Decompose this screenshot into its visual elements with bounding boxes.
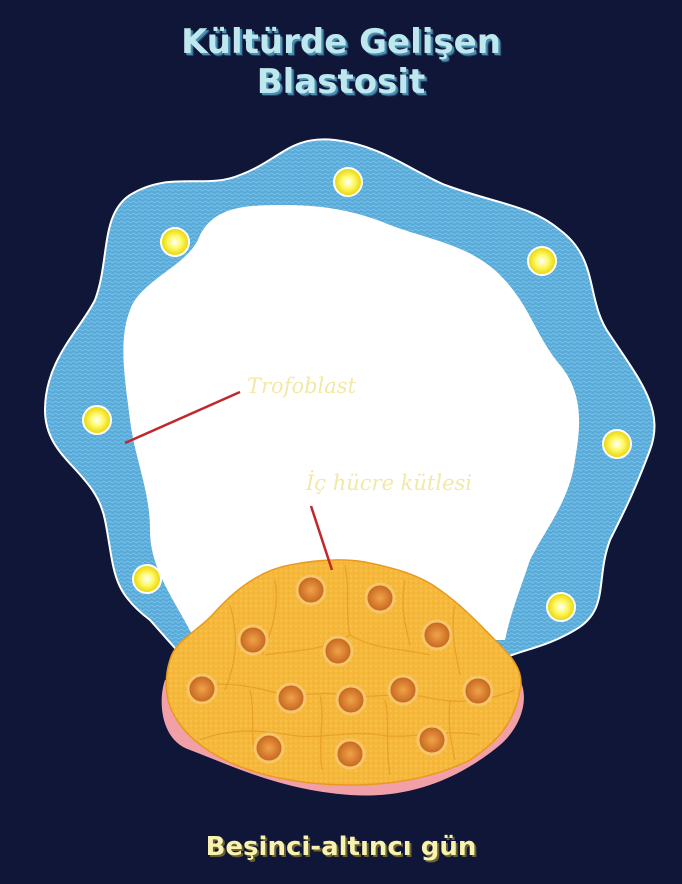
cell-nucleus — [423, 621, 451, 649]
cell-nucleus — [239, 626, 267, 654]
cell-nucleus — [297, 576, 325, 604]
trophoblast-label: Trofoblast — [247, 374, 357, 398]
trophoblast-nucleus — [161, 228, 189, 256]
trophoblast-nucleus — [547, 593, 575, 621]
cell-nucleus — [277, 684, 305, 712]
cell-nucleus — [336, 740, 364, 768]
trophoblast-nucleus — [83, 406, 111, 434]
trophoblast-nucleus — [603, 430, 631, 458]
cell-nucleus — [464, 677, 492, 705]
trophoblast-nucleus — [528, 247, 556, 275]
stage-caption: Beşinci-altıncı gün — [0, 832, 682, 862]
inner-cell-mass-label: İç hücre kütlesi — [305, 471, 472, 495]
trophoblast-nucleus — [133, 565, 161, 593]
cell-nucleus — [366, 584, 394, 612]
trophoblast-nucleus — [334, 168, 362, 196]
cell-nucleus — [324, 637, 352, 665]
cell-nucleus — [188, 675, 216, 703]
cell-nucleus — [418, 726, 446, 754]
cell-nucleus — [255, 734, 283, 762]
cell-nucleus — [389, 676, 417, 704]
cell-nucleus — [337, 686, 365, 714]
